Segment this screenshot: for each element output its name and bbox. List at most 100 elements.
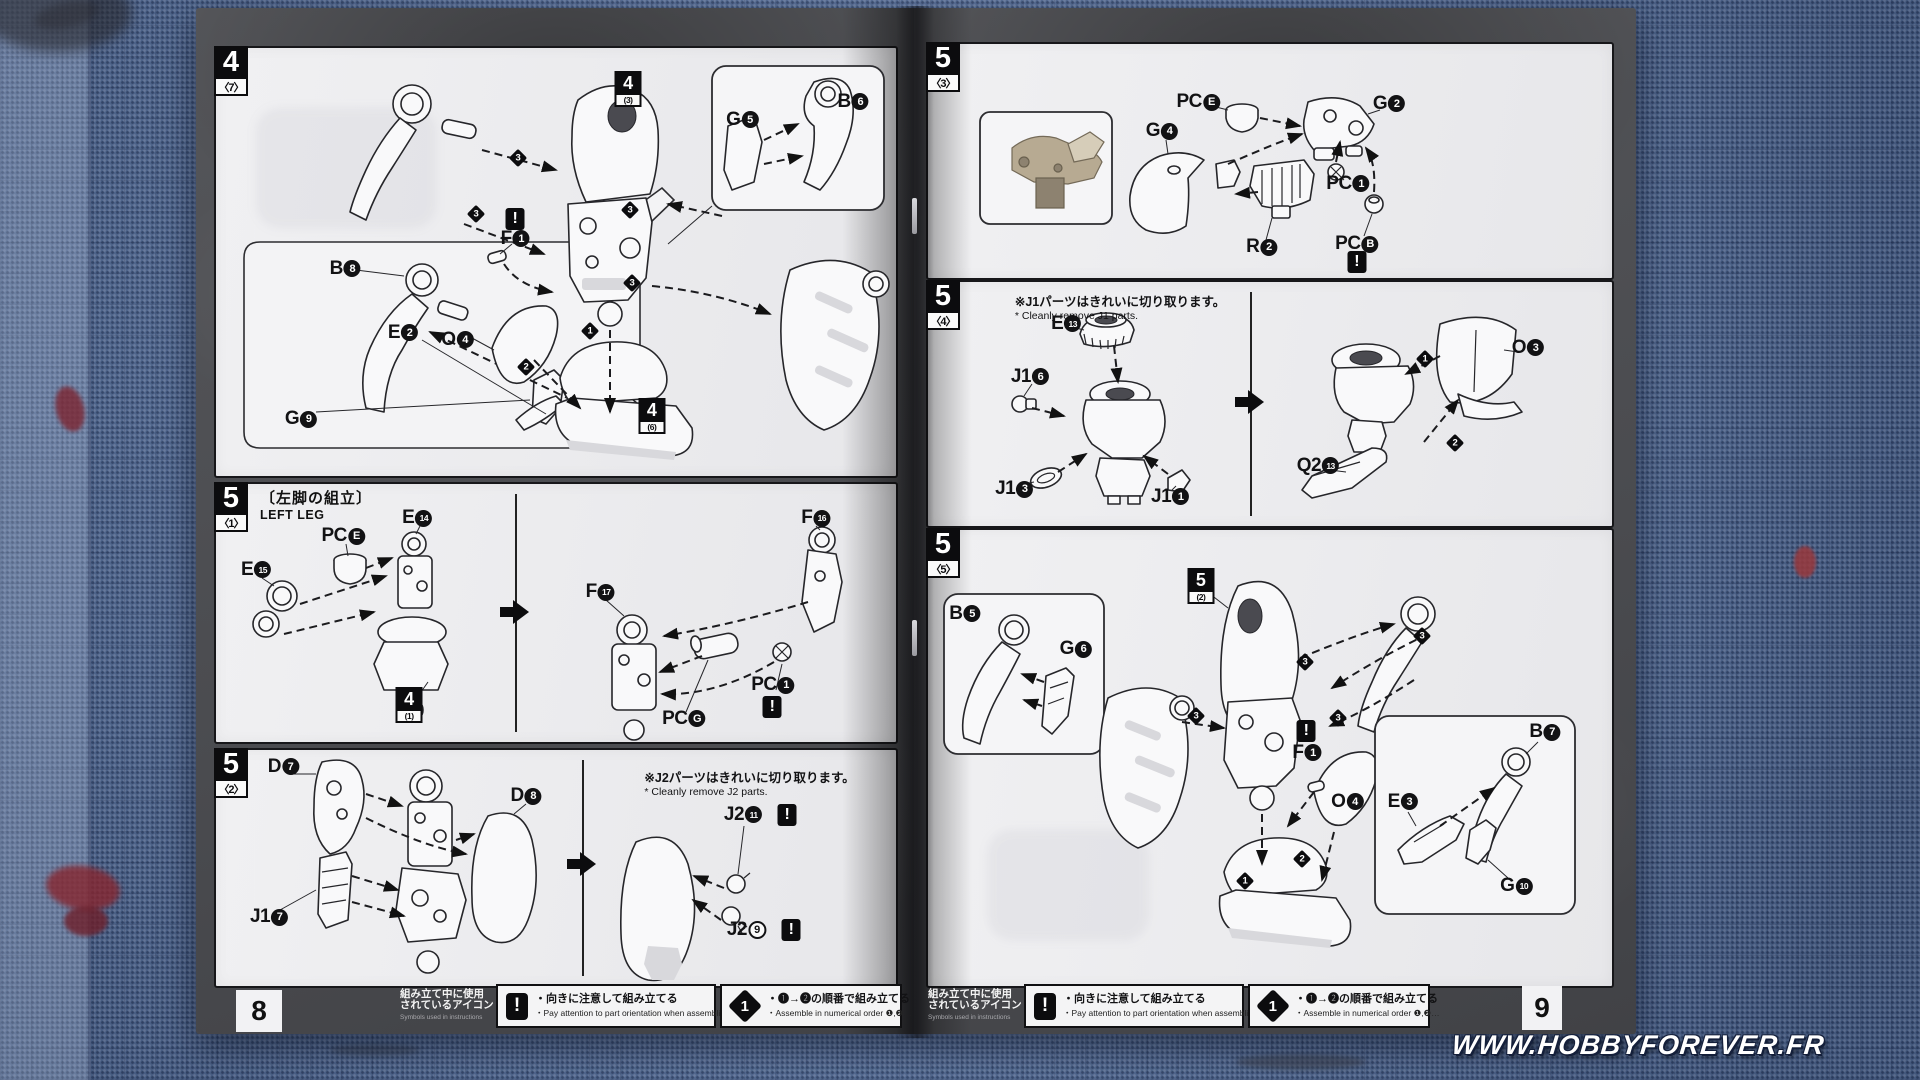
mat-red-mark xyxy=(64,906,108,936)
step-substep: 〈7〉 xyxy=(214,79,248,96)
step-header: 5 〈4〉 xyxy=(926,280,960,330)
legend-warning-box: ! ・向きに注意して組み立てる ・Pay attention to part o… xyxy=(496,984,732,1028)
legend-order-box: 1 ・❶→❷の順番で組み立てる ・Assemble in numerical o… xyxy=(720,984,912,1028)
illustration-step-5-3 xyxy=(979,97,1384,241)
mat-stain xyxy=(1236,1054,1366,1070)
legend-order-box: 1 ・❶→❷の順番で組み立てる ・Assemble in numerical o… xyxy=(1248,984,1440,1028)
warning-icon: ! xyxy=(1296,719,1316,742)
illustration-step-5-2 xyxy=(279,759,751,982)
legend-label: 組み立て中に使用 されているアイコン Symbols used in instr… xyxy=(928,988,1022,1022)
warning-icon: ! xyxy=(505,208,525,231)
assembly-arrow xyxy=(1235,390,1265,415)
step-number: 5 xyxy=(926,528,960,561)
step-substep: 〈1〉 xyxy=(214,515,248,532)
warning-icon: ! xyxy=(1034,992,1056,1020)
step-header: 5 〈1〉 xyxy=(214,482,248,532)
assembly-legend-bar: 組み立て中に使用 されているアイコン Symbols used in instr… xyxy=(928,984,1444,1028)
warning-icon: ! xyxy=(506,992,528,1020)
warning-icon: ! xyxy=(777,803,797,826)
step-number: 5 xyxy=(926,280,960,313)
step-ref-5(2): 5(2) xyxy=(1187,568,1215,605)
mat-red-mark xyxy=(1794,546,1816,578)
step-header: 5 〈3〉 xyxy=(926,42,960,92)
assembly-arrow xyxy=(566,851,597,876)
step-title: 〔左脚の組立〕 LEFT LEG xyxy=(260,487,372,522)
step-number: 5 xyxy=(214,482,248,515)
page-number-8: 8 xyxy=(236,990,282,1032)
staple xyxy=(912,620,917,656)
watermark: WWW.HOBBYFOREVER.FR xyxy=(1450,1030,1827,1060)
illustration-step-5-5 xyxy=(943,580,1576,948)
legend-label: 組み立て中に使用 されているアイコン Symbols used in instr… xyxy=(400,988,494,1022)
mat-stain xyxy=(330,1044,420,1056)
step-ref-4(6): 4(6) xyxy=(638,398,666,435)
step-number: 5 xyxy=(926,42,960,75)
step-substep: 〈5〉 xyxy=(926,561,960,578)
step-number: 5 xyxy=(214,748,248,781)
staple xyxy=(912,198,917,234)
legend-warning-box: ! ・向きに注意して組み立てる ・Pay attention to part o… xyxy=(1024,984,1260,1028)
order-icon: 1 xyxy=(1256,989,1290,1023)
order-icon: 1 xyxy=(728,989,762,1023)
step-number: 4 xyxy=(214,46,248,79)
illustration-step-5-4 xyxy=(1011,312,1523,505)
illustration-step-4-7 xyxy=(243,65,890,460)
warning-icon: ! xyxy=(1347,250,1367,273)
step-substep: 〈2〉 xyxy=(214,781,248,798)
cut-note: ※J2パーツはきれいに切り取ります。* Cleanly remove J2 pa… xyxy=(644,770,855,798)
page-number-9: 9 xyxy=(1522,986,1562,1030)
assembly-legend-bar: 組み立て中に使用 されているアイコン Symbols used in instr… xyxy=(400,984,912,1028)
step-substep: 〈3〉 xyxy=(926,75,960,92)
step-header: 5 〈5〉 xyxy=(926,528,960,578)
step-substep: 〈4〉 xyxy=(926,313,960,330)
assembly-arrow xyxy=(500,599,530,624)
illustration-step-5-1 xyxy=(252,525,843,741)
step-header: 5 〈2〉 xyxy=(214,748,248,798)
step-ref-4(3): 4(3) xyxy=(614,70,642,107)
step-title-jp: 〔左脚の組立〕 xyxy=(260,490,373,507)
